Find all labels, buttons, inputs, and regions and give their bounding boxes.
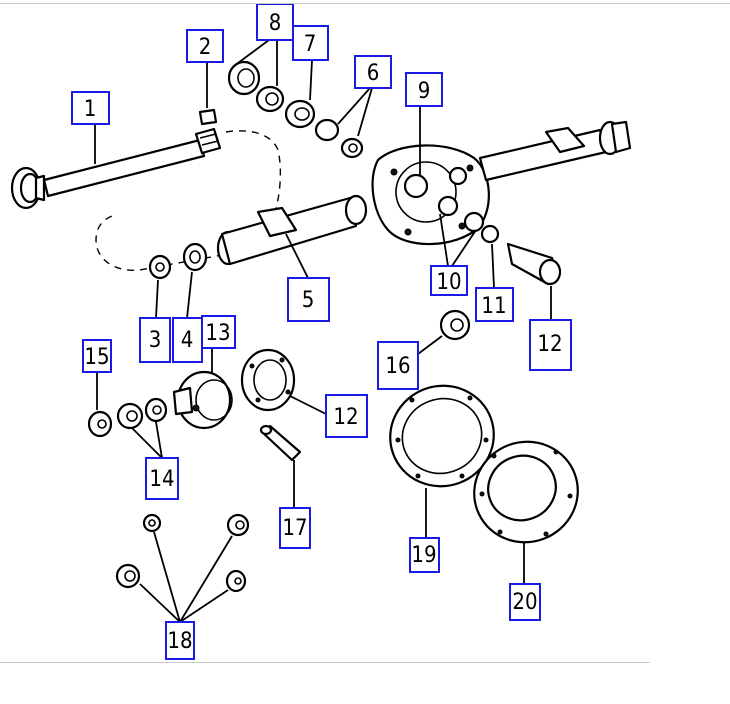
callout-11: 11 [475,287,514,322]
callout-label: 16 [385,354,410,379]
callout-18: 18 [165,621,195,660]
callout-label: 5 [302,288,315,313]
hardware-fasteners [115,513,250,593]
callout-20: 20 [509,583,541,621]
callout-label: 8 [269,11,282,36]
callout-1: 1 [71,91,110,125]
pinion-parts [463,211,562,286]
bottom-divider [0,662,650,663]
callout-label: 4 [181,328,194,353]
callout-2: 2 [186,29,224,63]
callout-10: 10 [430,265,468,296]
callout-label: 14 [149,467,174,492]
callout-label: 18 [167,629,192,654]
side-bearings [87,397,168,438]
axle-shaft [10,127,222,210]
callout-label: 12 [333,405,358,430]
callout-5: 5 [287,277,330,322]
callout-label: 9 [418,79,431,104]
callout-19: 19 [409,537,440,573]
callout-label: 2 [199,35,212,60]
leader-lines [94,39,552,623]
pinion-bearing [439,309,471,341]
callout-label: 17 [282,516,307,541]
callout-label: 11 [481,294,506,319]
callout-label: 19 [411,543,436,568]
callout-12-ring: 12 [325,394,368,438]
callout-15: 15 [82,339,112,373]
callout-9: 9 [405,72,443,107]
callout-8: 8 [256,3,294,41]
differential-case [172,370,233,430]
cross-pin [259,424,302,462]
axle-cover [473,440,579,544]
callout-label: 15 [84,345,109,370]
callout-14: 14 [145,457,179,500]
callout-13: 13 [201,315,236,349]
cover-gasket [389,384,495,488]
ring-gear [240,348,296,412]
wheel-bearing-parts [198,60,364,159]
callout-label: 20 [512,590,537,615]
top-divider [0,3,730,4]
callout-16: 16 [377,341,419,390]
callout-6: 6 [354,55,392,89]
callout-label: 3 [149,328,162,353]
washers [148,242,208,280]
callout-12-pinion: 12 [529,319,572,371]
callout-4: 4 [172,317,203,363]
callout-3: 3 [139,317,171,363]
callout-label: 7 [304,32,317,57]
axle-housing [216,120,632,266]
callout-label: 10 [436,270,461,295]
callout-label: 13 [205,321,230,346]
callout-17: 17 [279,507,311,549]
callout-label: 1 [84,97,97,122]
callout-label: 6 [367,61,380,86]
callout-7: 7 [292,25,329,61]
callout-label: 12 [537,332,562,357]
